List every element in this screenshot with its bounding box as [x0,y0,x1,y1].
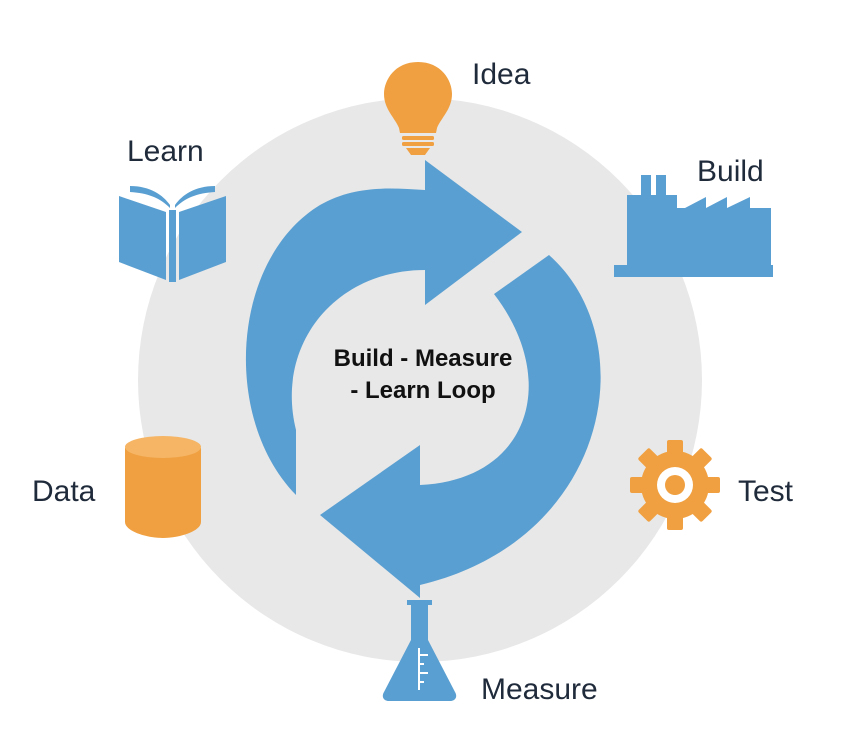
node-label-test: Test [738,475,794,508]
cycle-arrow-bottom [320,255,601,598]
cycle-arrows [245,160,601,598]
cycle-arrow-top [245,160,522,495]
book-icon [119,186,226,282]
center-title-line-1: Build - Measure [333,345,513,372]
center-title-line-2: - Learn Loop [350,377,496,404]
flask-icon [382,600,457,701]
database-icon [125,436,201,538]
gear-icon [630,440,720,530]
lightbulb-icon [384,62,452,155]
factory-icon [614,175,773,277]
center-title: Build - Measure - Learn Loop [283,343,563,407]
node-label-build: Build [697,155,764,188]
background-circle [138,98,702,662]
node-label-learn: Learn [127,135,204,168]
node-label-measure: Measure [481,673,598,706]
node-label-idea: Idea [472,58,531,91]
node-label-data: Data [32,475,96,508]
